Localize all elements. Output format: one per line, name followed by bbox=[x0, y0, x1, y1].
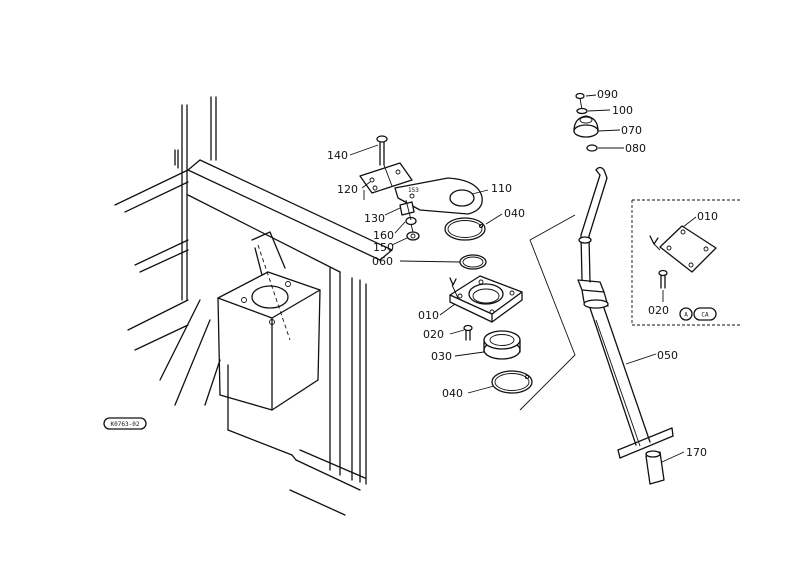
label-020-detail: 020 bbox=[648, 304, 669, 317]
bracket-assembly: 153 bbox=[359, 135, 576, 411]
label-110: 110 bbox=[491, 182, 512, 195]
flange-housing-010 bbox=[449, 275, 523, 323]
knob-070 bbox=[573, 115, 599, 138]
label-160: 160 bbox=[373, 229, 394, 242]
frame-structure bbox=[114, 96, 393, 516]
diagram-code-badge: K0763-02 bbox=[103, 417, 147, 430]
label-060: 060 bbox=[372, 255, 393, 268]
label-130: 130 bbox=[364, 212, 385, 225]
label-050: 050 bbox=[657, 349, 678, 362]
label-040-upper: 040 bbox=[504, 207, 525, 220]
stub-170 bbox=[645, 450, 665, 485]
bushing-030 bbox=[483, 330, 521, 360]
arm-plate-110: 153 bbox=[394, 177, 483, 215]
label-140: 140 bbox=[327, 149, 348, 162]
bolt-140 bbox=[376, 135, 388, 166]
label-090: 090 bbox=[597, 88, 618, 101]
snap-ring-040-lower bbox=[491, 370, 533, 394]
screw-090 bbox=[575, 92, 585, 111]
block-130 bbox=[399, 201, 415, 216]
detail-mark-ca: CA bbox=[701, 312, 709, 319]
label-040-lower: 040 bbox=[442, 387, 463, 400]
nut-080 bbox=[586, 144, 598, 152]
detail-box: A CA bbox=[631, 199, 740, 326]
washer-100 bbox=[576, 107, 588, 115]
svg-text:153: 153 bbox=[408, 187, 419, 194]
label-150: 150 bbox=[373, 241, 394, 254]
label-120: 120 bbox=[337, 183, 358, 196]
ring-060 bbox=[459, 254, 487, 270]
bolt-020 bbox=[463, 324, 473, 341]
diagram-code-text: K0763-02 bbox=[111, 421, 140, 428]
label-010-detail: 010 bbox=[697, 210, 718, 223]
label-020: 020 bbox=[423, 328, 444, 341]
label-070: 070 bbox=[621, 124, 642, 137]
leader-lines bbox=[349, 94, 697, 463]
label-170: 170 bbox=[686, 446, 707, 459]
label-010: 010 bbox=[418, 309, 439, 322]
detail-mark-a: A bbox=[684, 312, 688, 319]
snap-ring-040-upper bbox=[444, 217, 486, 241]
label-030: 030 bbox=[431, 350, 452, 363]
plate-120 bbox=[359, 162, 413, 194]
pedestal-box bbox=[217, 231, 321, 461]
shaft-050 bbox=[589, 307, 651, 447]
lever-assembly bbox=[573, 92, 674, 485]
label-100: 100 bbox=[612, 104, 633, 117]
part-labels: 140 120 130 160 150 110 040 060 010 020 … bbox=[327, 88, 718, 459]
label-080: 080 bbox=[625, 142, 646, 155]
